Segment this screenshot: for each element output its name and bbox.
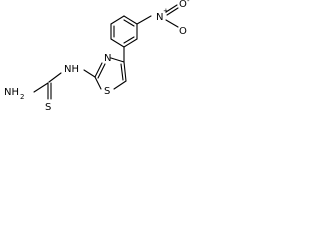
bond-ph-1 <box>110 38 125 48</box>
bond-c2-n3 <box>94 62 103 78</box>
nitro-bottom-oxygen-label: O <box>179 26 187 37</box>
molecule-canvas: NH 2 S NH N S N + O - O <box>0 0 195 113</box>
bond-n-o-top-2 <box>166 7 179 16</box>
nh2-subscript: 2 <box>20 93 24 101</box>
bond-c4-c5 <box>123 61 127 82</box>
bond-c-nh <box>48 72 62 83</box>
bond-ph-3 <box>110 15 125 25</box>
bond-c2-n3-double <box>97 63 106 79</box>
bond-n3-c4 <box>110 57 125 63</box>
nitro-plus-charge: + <box>163 7 169 15</box>
oxygen-minus-charge: - <box>187 0 190 5</box>
bond-n-o-bottom <box>165 19 179 28</box>
bond-ph-4-inner <box>123 19 135 27</box>
molecule-structure: NH 2 S NH N S N + O - O <box>4 0 190 113</box>
nitro-top-oxygen-label: O <box>179 0 187 10</box>
nh2-label: NH <box>4 87 19 98</box>
atom-labels: NH 2 S NH N S N + O - O <box>4 0 190 113</box>
thiazole-sulfur-label: S <box>104 86 110 97</box>
bond-c4-c5-double <box>120 63 124 81</box>
bond-ph-4 <box>123 15 138 25</box>
bond-ph-6 <box>123 38 138 48</box>
nitro-nitrogen-label: N <box>156 12 163 23</box>
bond-c-nh2 <box>33 82 49 93</box>
bond-ph-6-inner <box>123 36 135 44</box>
bond-nh-c2 <box>83 69 96 78</box>
bond-s1-c2 <box>94 76 102 90</box>
thiourea-sulfur-label: S <box>45 102 51 113</box>
bonds <box>33 4 179 100</box>
bond-n-o-top-1 <box>165 4 178 13</box>
bond-ph-no2 <box>136 15 152 25</box>
thiazole-nitrogen-label: N <box>104 53 111 64</box>
amine-nh-label: NH <box>64 64 79 75</box>
bond-c5-s1 <box>113 80 127 90</box>
